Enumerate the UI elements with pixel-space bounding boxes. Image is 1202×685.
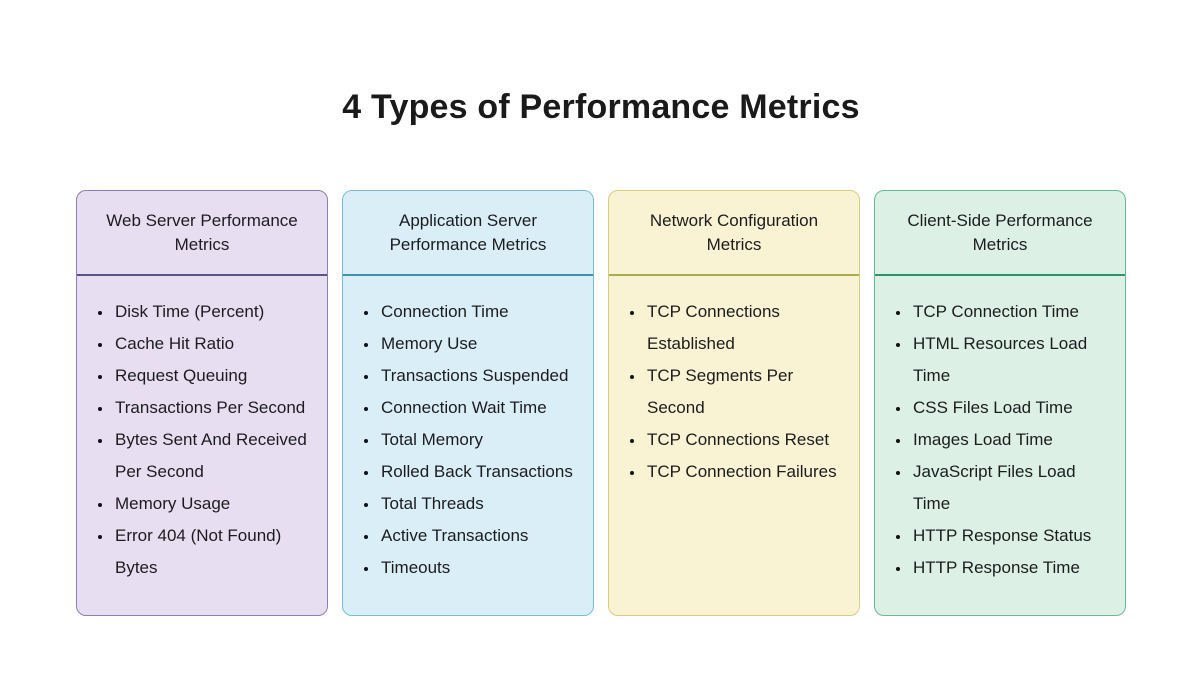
metric-item: Images Load Time	[911, 424, 1111, 456]
metric-item: TCP Segments Per Second	[645, 360, 845, 424]
card-application-server-metrics: Application Server Performance Metrics C…	[342, 190, 594, 616]
metric-item: Disk Time (Percent)	[113, 296, 313, 328]
metric-item: Memory Use	[379, 328, 579, 360]
metric-item: TCP Connections Established	[645, 296, 845, 360]
metric-item: Timeouts	[379, 552, 579, 584]
card-web-server-metrics: Web Server Performance Metrics Disk Time…	[76, 190, 328, 616]
metric-item: Rolled Back Transactions	[379, 456, 579, 488]
card-client-side-metrics: Client-Side Performance Metrics TCP Conn…	[874, 190, 1126, 616]
metric-item: CSS Files Load Time	[911, 392, 1111, 424]
metric-item: Connection Wait Time	[379, 392, 579, 424]
metric-list-client-side: TCP Connection TimeHTML Resources Load T…	[875, 276, 1125, 584]
metric-item: Transactions Suspended	[379, 360, 579, 392]
metric-item: JavaScript Files Load Time	[911, 456, 1111, 520]
card-body-network-configuration: TCP Connections EstablishedTCP Segments …	[609, 276, 859, 615]
metric-item: HTTP Response Time	[911, 552, 1111, 584]
metric-item: Memory Usage	[113, 488, 313, 520]
metric-item: Connection Time	[379, 296, 579, 328]
metric-item: Error 404 (Not Found) Bytes	[113, 520, 313, 584]
metric-cards-row: Web Server Performance Metrics Disk Time…	[0, 190, 1202, 616]
metric-item: Cache Hit Ratio	[113, 328, 313, 360]
metric-item: HTML Resources Load Time	[911, 328, 1111, 392]
metric-item: Transactions Per Second	[113, 392, 313, 424]
metric-item: Total Threads	[379, 488, 579, 520]
metric-list-network-configuration: TCP Connections EstablishedTCP Segments …	[609, 276, 859, 488]
metric-item: Request Queuing	[113, 360, 313, 392]
metric-item: Total Memory	[379, 424, 579, 456]
card-body-web-server: Disk Time (Percent)Cache Hit RatioReques…	[77, 276, 327, 615]
card-body-client-side: TCP Connection TimeHTML Resources Load T…	[875, 276, 1125, 615]
page-title: 4 Types of Performance Metrics	[342, 88, 860, 126]
card-header-application-server: Application Server Performance Metrics	[343, 191, 593, 276]
metric-item: TCP Connection Failures	[645, 456, 845, 488]
metric-item: TCP Connection Time	[911, 296, 1111, 328]
metric-list-web-server: Disk Time (Percent)Cache Hit RatioReques…	[77, 276, 327, 584]
card-header-web-server: Web Server Performance Metrics	[77, 191, 327, 276]
metric-item: HTTP Response Status	[911, 520, 1111, 552]
card-network-configuration-metrics: Network Configuration Metrics TCP Connec…	[608, 190, 860, 616]
card-header-network-configuration: Network Configuration Metrics	[609, 191, 859, 276]
metric-list-application-server: Connection TimeMemory UseTransactions Su…	[343, 276, 593, 584]
metric-item: Active Transactions	[379, 520, 579, 552]
card-header-client-side: Client-Side Performance Metrics	[875, 191, 1125, 276]
metric-item: Bytes Sent And Received Per Second	[113, 424, 313, 488]
card-body-application-server: Connection TimeMemory UseTransactions Su…	[343, 276, 593, 615]
metric-item: TCP Connections Reset	[645, 424, 845, 456]
